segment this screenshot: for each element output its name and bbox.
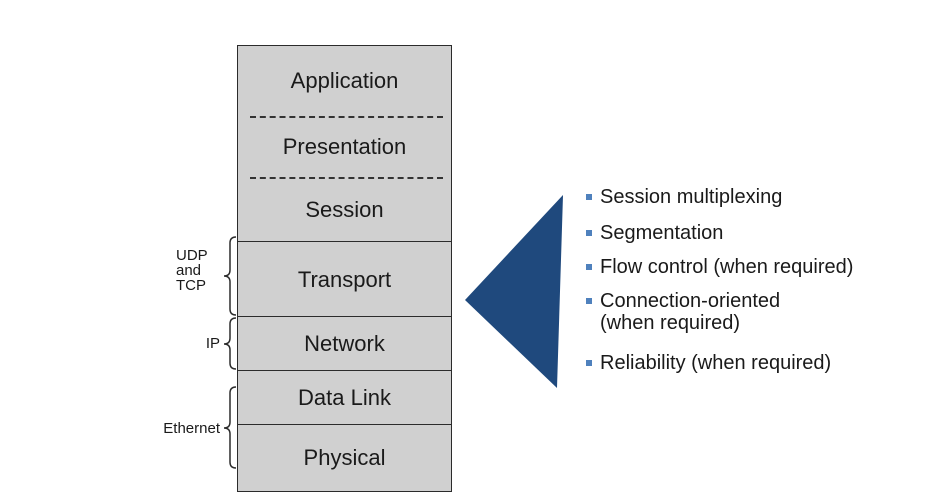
layer-transport-label: Transport bbox=[297, 266, 392, 292]
bullet-square-icon bbox=[586, 194, 592, 200]
brace-transport bbox=[223, 236, 237, 316]
list-item: Reliability (when required) bbox=[586, 352, 831, 374]
layer-transport: Transport bbox=[238, 241, 451, 317]
layer-session-label: Session bbox=[305, 196, 384, 222]
dashed-divider bbox=[250, 177, 443, 179]
layer-session: Session bbox=[238, 178, 451, 241]
function-text: Segmentation bbox=[600, 222, 724, 244]
list-item: Session multiplexing bbox=[586, 186, 782, 208]
function-text: Reliability (when required) bbox=[600, 352, 832, 374]
layer-application-label: Application bbox=[290, 68, 399, 93]
list-item: Segmentation bbox=[586, 222, 723, 244]
brace-network bbox=[223, 317, 237, 370]
layer-network-label: Network bbox=[304, 331, 385, 356]
function-text: Flow control (when required) bbox=[600, 256, 854, 278]
label-ethernet: Ethernet bbox=[163, 420, 220, 437]
function-text: Session multiplexing bbox=[600, 186, 783, 208]
brace-ethernet bbox=[223, 386, 237, 469]
layer-presentation: Presentation bbox=[238, 117, 451, 177]
list-item: Flow control (when required) bbox=[586, 256, 853, 278]
layer-application: Application bbox=[238, 46, 451, 116]
bullet-square-icon bbox=[586, 230, 592, 236]
label-udp-tcp: UDP and TCP bbox=[176, 248, 216, 293]
osi-stack: Application Presentation Session Transpo… bbox=[237, 45, 452, 492]
label-udp: UDP bbox=[176, 247, 208, 264]
label-tcp: TCP bbox=[176, 277, 206, 294]
layer-data-link-label: Data Link bbox=[298, 385, 391, 410]
bullet-square-icon bbox=[586, 264, 592, 270]
function-text: Connection-oriented bbox=[600, 290, 781, 312]
layer-physical: Physical bbox=[238, 424, 451, 491]
layer-physical-label: Physical bbox=[303, 445, 386, 470]
list-item: Connection-oriented (when required) bbox=[586, 290, 780, 334]
pointer-triangle bbox=[465, 195, 563, 388]
label-ip: IP bbox=[205, 335, 220, 352]
layer-presentation-label: Presentation bbox=[282, 134, 407, 159]
dashed-divider bbox=[250, 116, 443, 118]
function-text-continued: (when required) bbox=[600, 312, 741, 334]
layer-data-link: Data Link bbox=[238, 370, 451, 425]
bullet-square-icon bbox=[586, 298, 592, 304]
bullet-square-icon bbox=[586, 360, 592, 366]
label-and: and bbox=[176, 262, 202, 279]
layer-network: Network bbox=[238, 316, 451, 371]
